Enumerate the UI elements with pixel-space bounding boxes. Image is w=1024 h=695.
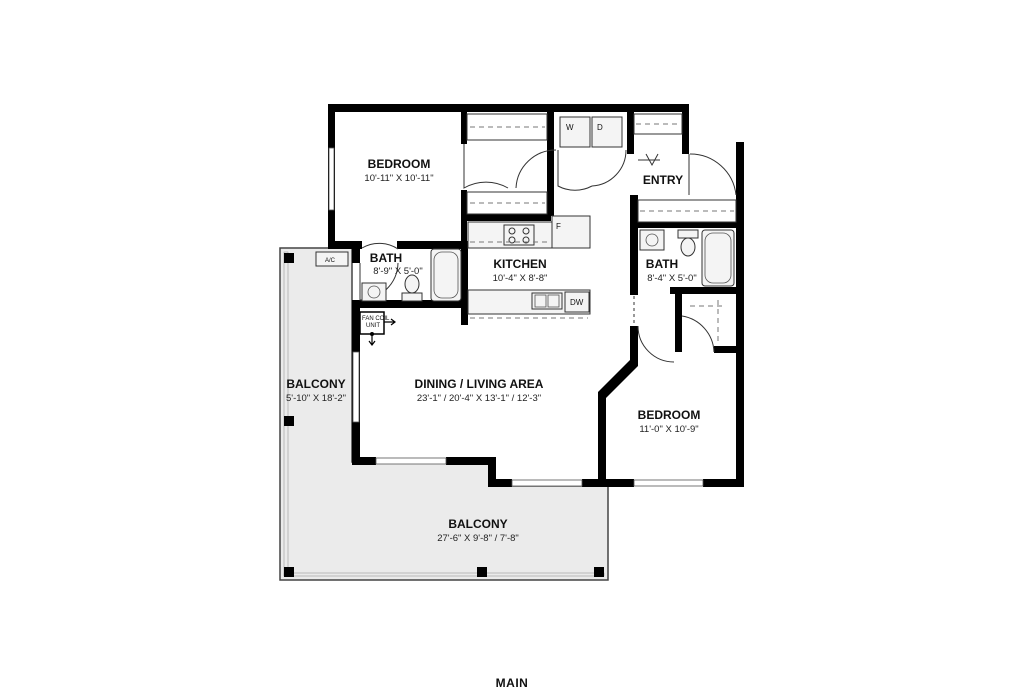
fan-coil-label-1: FAN COIL <box>362 316 390 322</box>
vanity2-icon <box>639 229 665 251</box>
kitchen-fixtures: F DW <box>467 215 591 319</box>
sink-icon <box>531 292 563 310</box>
kitchen-name: KITCHEN <box>493 257 546 271</box>
windows <box>328 147 704 487</box>
balcony-side-name: BALCONY <box>286 377 345 391</box>
toilet2-icon <box>680 237 696 257</box>
washer <box>559 116 591 148</box>
washer-label: W <box>566 123 574 132</box>
toilet2-tank <box>677 229 699 239</box>
bedroom1-dims: 10'-11" X 10'-11" <box>364 173 433 184</box>
bath1-name: BATH <box>370 251 402 265</box>
fan-coil-label-2: UNIT <box>366 323 380 329</box>
laundry: W D <box>559 116 623 148</box>
balcony-posts <box>284 253 604 577</box>
level-label: MAIN <box>495 676 529 690</box>
living-dims: 23'-1" / 20'-4" X 13'-1" / 12'-3" <box>417 393 541 404</box>
balcony-side-dims: 5'-10" X 18'-2" <box>286 393 346 404</box>
bathtub-icon <box>430 248 462 302</box>
ac-unit <box>315 251 349 267</box>
closets <box>466 113 737 344</box>
dryer-label: D <box>597 123 603 132</box>
bath2-dims: 8'-4" X 5'-0" <box>647 273 696 284</box>
dishwasher-label: DW <box>570 298 584 307</box>
ac-label: A/C <box>325 258 336 264</box>
bath1-dims: 8'-9" X 5'-0" <box>373 266 422 277</box>
entry-name: ENTRY <box>643 173 683 187</box>
stove-icon <box>503 224 535 246</box>
bath2-fixtures <box>639 229 735 287</box>
toilet-tank <box>401 292 423 302</box>
vanity-icon <box>361 282 387 302</box>
bedroom2-name: BEDROOM <box>638 408 701 422</box>
bath2-name: BATH <box>646 257 678 271</box>
kitchen-dims: 10'-4" X 8'-8" <box>493 273 548 284</box>
living-name: DINING / LIVING AREA <box>415 377 544 391</box>
mechanical: A/C FAN COIL UNIT <box>315 251 396 346</box>
dryer <box>591 116 623 148</box>
bedroom1-name: BEDROOM <box>368 157 431 171</box>
bedroom2-dims: 11'-0" X 10'-9" <box>639 424 698 435</box>
room-labels: BEDROOM 10'-11" X 10'-11" BATH 8'-9" X 5… <box>286 157 700 544</box>
fridge-icon <box>551 215 591 249</box>
bath1-fixtures <box>361 248 462 302</box>
bathtub2-icon <box>701 229 735 287</box>
balcony-bottom-name: BALCONY <box>448 517 507 531</box>
balcony-bottom-dims: 27'-6" X 9'-8" / 7'-8" <box>437 533 519 544</box>
toilet-icon <box>404 274 420 294</box>
dishwasher <box>564 291 590 313</box>
fridge-label: F <box>556 222 561 231</box>
